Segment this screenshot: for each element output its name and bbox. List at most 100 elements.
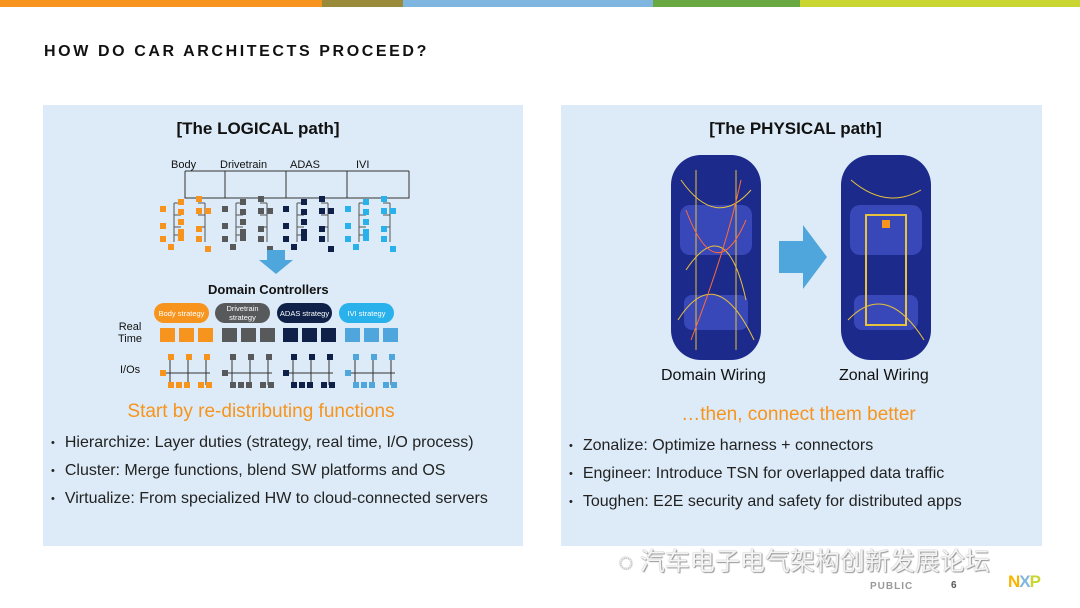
real-time-core	[383, 328, 398, 342]
ecu-node	[381, 208, 387, 214]
io-node	[391, 382, 397, 388]
io-node	[230, 354, 236, 360]
domain-label-adas: ADAS	[290, 159, 320, 171]
ecu-node	[381, 226, 387, 232]
io-node	[206, 382, 212, 388]
ecu-node	[196, 226, 202, 232]
real-time-core	[321, 328, 336, 342]
ecu-node	[222, 206, 228, 212]
io-node	[176, 382, 182, 388]
ecu-node	[319, 196, 325, 202]
io-node	[283, 370, 289, 376]
io-node	[369, 382, 375, 388]
ecu-node	[196, 196, 202, 202]
io-node	[291, 354, 297, 360]
ecu-node	[363, 229, 369, 235]
ivi-strategy-pill: IVI strategy	[339, 303, 394, 323]
real-time-core	[198, 328, 213, 342]
io-node	[329, 382, 335, 388]
io-node	[246, 382, 252, 388]
io-line	[347, 357, 395, 385]
io-node	[268, 382, 274, 388]
ecu-node	[178, 235, 184, 241]
ecu-node	[353, 244, 359, 250]
real-time-core	[241, 328, 256, 342]
real-time-core	[364, 328, 379, 342]
io-node	[383, 382, 389, 388]
io-line	[162, 357, 210, 385]
ecu-node	[328, 208, 334, 214]
ecu-node	[283, 236, 289, 242]
ecu-node	[363, 219, 369, 225]
io-node	[266, 354, 272, 360]
ecu-node	[319, 236, 325, 242]
ecu-node	[267, 246, 273, 252]
right-arrow-icon	[779, 225, 827, 289]
ecu-node	[390, 246, 396, 252]
color-bar-orange	[0, 0, 322, 7]
ecu-node	[258, 196, 264, 202]
domain-label-body: Body	[171, 159, 197, 171]
ecu-node	[160, 223, 166, 229]
io-node	[184, 382, 190, 388]
io-node	[299, 382, 305, 388]
ecu-node	[258, 226, 264, 232]
io-node	[222, 370, 228, 376]
ecu-node	[168, 244, 174, 250]
io-node	[353, 354, 359, 360]
real-time-core	[222, 328, 237, 342]
io-node	[204, 354, 210, 360]
ecu-node	[240, 235, 246, 241]
bullet-zonalize: Zonalize: Optimize harness + connectors	[569, 432, 962, 460]
ecu-node	[345, 223, 351, 229]
real-time-label: Real Time	[117, 321, 143, 345]
ecu-node	[267, 208, 273, 214]
io-node	[327, 354, 333, 360]
ecu-node	[178, 209, 184, 215]
io-node	[160, 370, 166, 376]
wechat-icon: ◌	[618, 548, 633, 576]
logical-path-title: [The LOGICAL path]	[176, 119, 340, 138]
zonal-wiring-caption: Zonal Wiring	[839, 367, 929, 384]
ecu-node	[240, 229, 246, 235]
ecu-node	[196, 236, 202, 242]
bus-line	[184, 170, 410, 199]
domain-label-ivi: IVI	[356, 159, 370, 171]
physical-path-title: [The PHYSICAL path]	[709, 119, 882, 138]
ecu-node	[319, 226, 325, 232]
domain-wiring-car-image	[671, 155, 761, 360]
ecu-node	[230, 244, 236, 250]
ecu-node	[178, 229, 184, 235]
io-node	[371, 354, 377, 360]
ecu-node	[178, 199, 184, 205]
io-node	[168, 382, 174, 388]
ecu-node	[301, 235, 307, 241]
ecu-node	[178, 219, 184, 225]
ecu-node	[328, 246, 334, 252]
real-time-core	[345, 328, 360, 342]
io-node	[291, 382, 297, 388]
down-arrow-icon	[259, 250, 293, 274]
ecu-node	[301, 229, 307, 235]
real-time-core	[302, 328, 317, 342]
real-time-core	[160, 328, 175, 342]
bullet-hierarchize: Hierarchize: Layer duties (strategy, rea…	[51, 429, 488, 457]
io-node	[168, 354, 174, 360]
ecu-node	[258, 236, 264, 242]
bullet-virtualize: Virtualize: From specialized HW to cloud…	[51, 485, 488, 513]
physical-path-panel: [The PHYSICAL path] Domain Wiring Zonal …	[561, 105, 1042, 546]
zonal-wiring-car-image	[841, 155, 931, 360]
ecu-tree-diagram	[160, 170, 410, 388]
logical-path-panel: [The LOGICAL path] Body Drivetrain ADAS …	[43, 105, 523, 546]
logical-subtitle: Start by re-distributing functions	[127, 401, 395, 422]
ecu-node	[381, 236, 387, 242]
io-node	[198, 382, 204, 388]
ecu-node	[363, 209, 369, 215]
ecu-node	[258, 208, 264, 214]
io-node	[345, 370, 351, 376]
ecu-node	[283, 223, 289, 229]
watermark-text: 汽车电子电气架构创新发展论坛	[639, 548, 990, 576]
io-node	[307, 382, 313, 388]
io-line	[224, 357, 272, 385]
real-time-core	[179, 328, 194, 342]
